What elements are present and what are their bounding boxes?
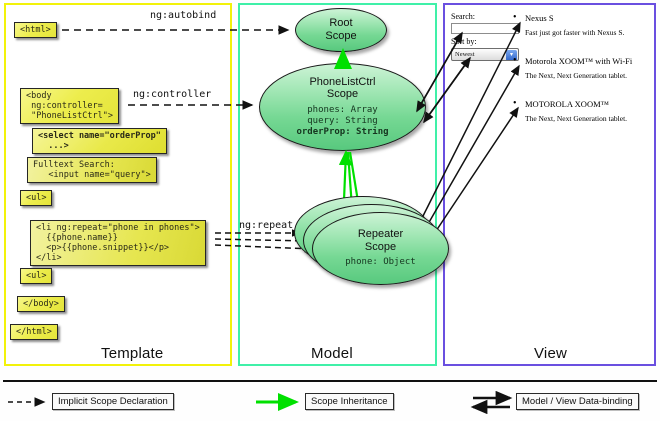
connector-label-ng-repeat: ng:repeat (239, 220, 294, 231)
panel-label-view: View (534, 345, 568, 362)
legend-label-scope-inheritance: Scope Inheritance (305, 393, 394, 410)
phone-snippet: The Next, Next Generation tablet. (525, 71, 628, 80)
scope-repeater-properties: phone: Object (345, 257, 416, 268)
scope-ctrl-properties: phones: Array query: String orderProp: S… (296, 105, 388, 139)
code-box-select: <select name="orderProp" ...> (32, 128, 167, 155)
search-input[interactable] (451, 23, 519, 34)
panel-model (238, 3, 437, 366)
scope-root-title-line2: Scope (325, 30, 357, 42)
scope-ellipse-phonelistctrl: PhoneListCtrl Scope phones: Array query:… (259, 63, 426, 151)
scope-ctrl-title-line2: Scope (326, 88, 359, 101)
code-box-body: <body ng:controller= "PhoneListCtrl"> (20, 88, 119, 125)
sort-by-select[interactable]: Newest ▾ (451, 48, 519, 61)
scope-repeater-title: Repeater Scope (358, 228, 403, 253)
view-app-preview: Search: Sort by: Newest ▾ Nexus S Fast j… (449, 9, 651, 139)
sort-by-selected-value: Newest (455, 51, 475, 58)
scope-ctrl-title: PhoneListCtrl Scope (309, 76, 375, 101)
scope-ellipse-repeater: Repeater Scope phone: Object (312, 212, 449, 285)
legend-divider (3, 380, 657, 382)
code-box-html: <html> (14, 22, 57, 39)
scope-repeater-title-line2: Scope (364, 240, 397, 253)
code-box-ul-open: <ul> (20, 190, 53, 207)
code-box-html-close: </html> (10, 324, 58, 341)
code-box-li-ngrepeat: <li ng:repeat="phone in phones"> {{phone… (30, 220, 206, 267)
code-box-fulltext: Fulltext Search: <input name="query"> (27, 157, 157, 184)
phone-snippet: Fast just got faster with Nexus S. (525, 28, 625, 37)
panel-label-template: Template (101, 345, 164, 362)
phone-list-item: Motorola XOOM™ with Wi-Fi The Next, Next… (513, 55, 632, 80)
scope-root-title: Root Scope (325, 17, 356, 42)
panel-label-model: Model (311, 345, 353, 362)
search-label: Search: (451, 12, 475, 21)
scope-ctrl-props-plain: phones: Array query: String (307, 104, 378, 126)
scope-ctrl-props-bold: orderProp: String (296, 127, 389, 138)
sort-by-label: Sort by: (451, 37, 477, 46)
code-box-ul-close: <ul> (20, 268, 53, 285)
phone-name: Nexus S (513, 12, 624, 23)
scope-repeater-title-line1: Repeater (357, 228, 404, 241)
legend-label-model-view-data-binding: Model / View Data-binding (516, 393, 639, 410)
phone-name: Motorola XOOM™ with Wi-Fi (513, 55, 632, 66)
phone-list-item: Nexus S Fast just got faster with Nexus … (513, 12, 625, 37)
scope-ctrl-title-line1: PhoneListCtrl (309, 75, 376, 88)
scope-root-title-line1: Root (329, 17, 353, 30)
phone-name: MOTOROLA XOOM™ (513, 98, 627, 109)
legend-label-implicit-scope-declaration: Implicit Scope Declaration (52, 393, 174, 410)
code-box-body-close: </body> (17, 296, 65, 313)
phone-list-item: MOTOROLA XOOM™ The Next, Next Generation… (513, 98, 628, 123)
phone-snippet: The Next, Next Generation tablet. (525, 114, 628, 123)
legend-glyph-databinding (470, 390, 513, 415)
connector-label-ng-controller: ng:controller (133, 89, 212, 100)
connector-label-ng-autobind: ng:autobind (150, 10, 217, 21)
scope-ellipse-root: Root Scope (295, 8, 387, 52)
